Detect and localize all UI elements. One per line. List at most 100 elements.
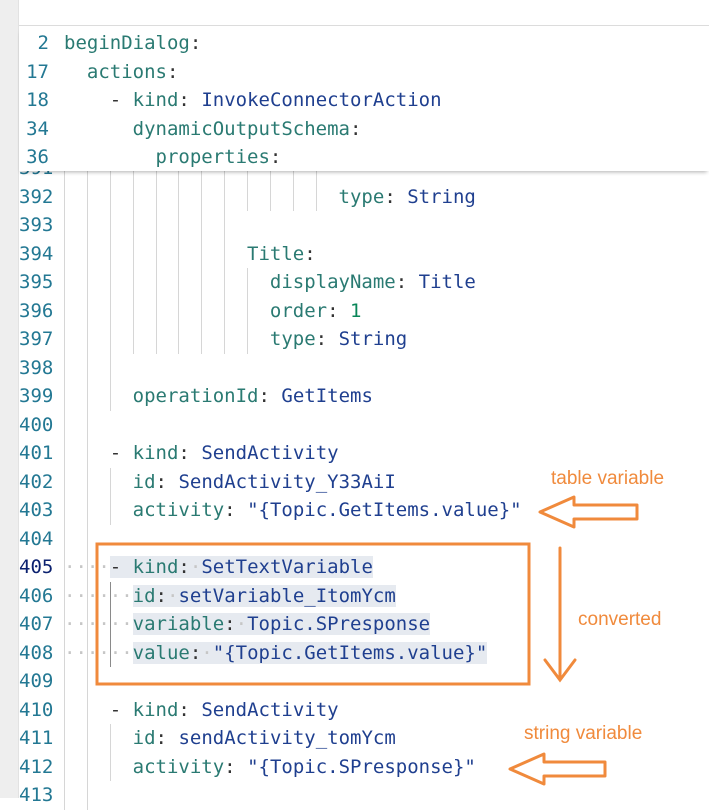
code-line[interactable]: 393 [19, 211, 709, 240]
code-line[interactable]: 404 [19, 524, 709, 553]
indent-guide [64, 211, 65, 240]
code-line[interactable]: 399 operationId: GetItems [19, 382, 709, 411]
line-text: ····- kind:·SetTextVariable [64, 553, 373, 582]
line-text: actions: [64, 58, 179, 87]
yaml-value: 1 [350, 299, 362, 322]
indent-guide [86, 382, 88, 411]
yaml-key: kind [132, 442, 179, 464]
code-line[interactable]: 394 Title: [19, 239, 709, 268]
colon: : [189, 32, 202, 54]
indent-guide [132, 268, 134, 297]
yaml-value: "{Topic.GetItems.value}" [247, 499, 522, 521]
indent-guide [64, 182, 65, 211]
code-line[interactable]: 409 [19, 667, 709, 696]
yaml-value: InvokeConnectorAction [201, 89, 442, 111]
indent-guide [86, 524, 88, 553]
yaml-value: Topic.SPresponse [247, 613, 431, 635]
indent-guide [64, 667, 65, 696]
code-line[interactable]: 396 order: 1 [19, 296, 709, 325]
line-text: dynamicOutputSchema: [64, 115, 362, 144]
editor-top-bar [19, 0, 709, 26]
code-line[interactable]: 18 - kind: InvokeConnectorAction [19, 86, 709, 115]
indent-guide [86, 239, 88, 268]
indent-guide [86, 752, 88, 781]
line-number: 398 [19, 356, 54, 379]
indent-guide [64, 382, 65, 411]
indent-guide [224, 325, 226, 354]
list-dash: - [109, 442, 133, 464]
code-line[interactable]: 402 id: SendActivity_Y33AiI [19, 467, 709, 497]
code-line[interactable]: 395 displayName: Title [19, 268, 709, 297]
indent-guide [155, 239, 157, 268]
code-line[interactable]: 410 - kind: SendActivity [19, 695, 709, 724]
line-text: ······id:·setVariable_ItomYcm [64, 582, 396, 611]
code-line[interactable]: 401 - kind: SendActivity [19, 439, 709, 468]
code-line[interactable]: 36 properties: [19, 143, 709, 172]
indent-guide [109, 353, 111, 382]
line-number: 392 [19, 185, 54, 208]
colon: : [269, 146, 282, 168]
indent-guide [64, 467, 65, 496]
left-arrow-icon-table [538, 495, 639, 529]
code-line[interactable]: 408······value:·"{Topic.GetItems.value}" [19, 638, 709, 667]
yaml-value: sendActivity_tomYcm [178, 727, 396, 749]
indent-guide [64, 325, 65, 354]
yaml-key: properties [155, 146, 270, 168]
indent-guide [109, 467, 111, 496]
line-number: 407 [19, 613, 54, 635]
code-line[interactable]: 407······variable:·Topic.SPresponse [19, 610, 709, 639]
indent-guide [247, 296, 249, 325]
indent-guide [109, 382, 111, 411]
indent-guide [64, 581, 65, 610]
code-line[interactable]: 392 type: String [19, 182, 709, 211]
code-line[interactable]: 412 activity: "{Topic.SPresponse}" [19, 752, 709, 781]
code-line[interactable]: 403 activity: "{Topic.GetItems.value}" [19, 496, 709, 525]
line-number: 395 [19, 271, 54, 293]
line-number: 406 [19, 584, 54, 607]
indent-guide [64, 752, 65, 781]
line-number: 17 [26, 60, 49, 83]
indent-guide [178, 182, 180, 211]
yaml-value: SendActivity_Y33AiI [178, 470, 396, 493]
indent-guide [109, 296, 111, 325]
yaml-key: value [132, 641, 190, 664]
indent-guide [109, 610, 111, 639]
code-line[interactable]: 397 type: String [19, 325, 709, 354]
colon: : [384, 185, 396, 208]
indent-guide [86, 496, 88, 525]
line-text: id: SendActivity_Y33AiI [64, 468, 396, 497]
indent-guide [86, 410, 88, 439]
yaml-key: order [269, 299, 328, 322]
colon: : [224, 755, 236, 778]
colon: : [178, 556, 190, 578]
code-line[interactable]: 411 id: sendActivity_tomYcm [19, 724, 709, 753]
line-number: 408 [19, 641, 54, 664]
line-text: activity: "{Topic.GetItems.value}" [64, 496, 522, 525]
whitespace: · [201, 641, 213, 664]
code-line[interactable]: 17 actions: [19, 58, 709, 87]
code-line[interactable]: 406 ······id:·setVariable_ItomYcm [19, 581, 709, 611]
line-number: 412 [19, 755, 54, 778]
list-dash: - [109, 698, 133, 721]
line-text: id: sendActivity_tomYcm [64, 724, 396, 753]
indent-guide [109, 182, 111, 211]
indent-guide [86, 638, 88, 667]
indent-guide [155, 296, 157, 325]
yaml-value: String [338, 328, 408, 350]
indent-guide [201, 268, 203, 297]
indent-guide [132, 211, 134, 240]
indent-guide [86, 610, 88, 639]
colon: : [155, 470, 167, 493]
line-number: 18 [26, 89, 49, 111]
code-line[interactable]: 398 [19, 353, 709, 382]
code-line[interactable]: 34 dynamicOutputSchema: [19, 115, 709, 144]
indent-guide [64, 410, 65, 439]
indent-guide [178, 211, 180, 240]
indent-guide [292, 182, 294, 211]
code-line[interactable]: 405····- kind:·SetTextVariable [19, 553, 709, 582]
indent-guide [64, 610, 65, 639]
code-line[interactable]: 400 [19, 410, 709, 439]
